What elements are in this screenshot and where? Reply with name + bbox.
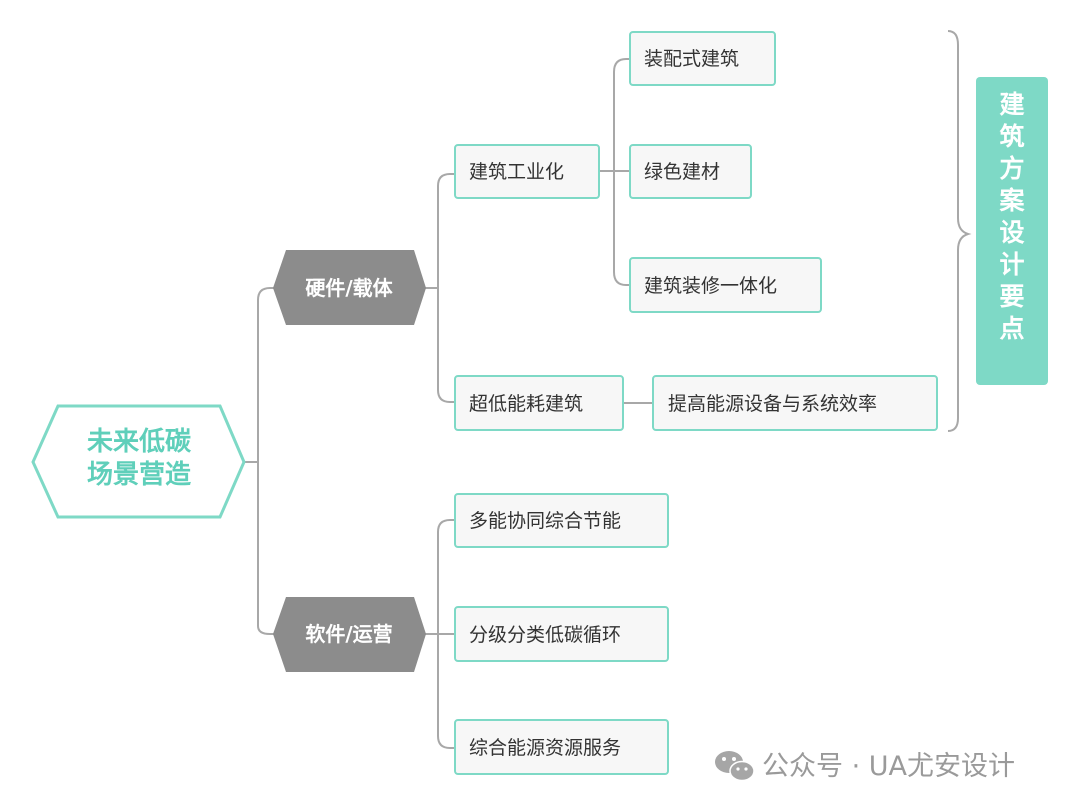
wechat-icon	[715, 751, 755, 782]
side-note-char-6: 计	[999, 250, 1024, 279]
side-note-char-7: 要	[999, 282, 1024, 311]
connector-root	[245, 287, 276, 635]
node-recycle-label: 分级分类低碳循环	[469, 624, 621, 646]
node-efficiency-label: 提高能源设备与系统效率	[668, 393, 877, 415]
side-note-char-3: 方	[999, 154, 1024, 183]
node-efficiency: 提高能源设备与系统效率	[652, 375, 938, 431]
node-decoration-label: 建筑装修一体化	[644, 275, 777, 297]
node-prefab-label: 装配式建筑	[644, 48, 739, 70]
connector-industrial	[599, 58, 630, 286]
node-multi-energy-label: 多能协同综合节能	[469, 510, 621, 532]
side-note: 建 筑 方 案 设 计 要 点	[976, 77, 1048, 385]
branch-software-label: 软件/运营	[305, 622, 392, 646]
branch-software: 软件/运营	[273, 597, 426, 672]
node-industrialization-label: 建筑工业化	[469, 161, 564, 183]
node-multi-energy: 多能协同综合节能	[454, 493, 669, 548]
node-recycle: 分级分类低碳循环	[454, 606, 669, 662]
node-prefab: 装配式建筑	[629, 31, 776, 86]
branch-hardware-label: 硬件/载体	[305, 276, 393, 300]
node-resource-service-label: 综合能源资源服务	[469, 737, 621, 759]
node-ultra-low-energy: 超低能耗建筑	[454, 375, 624, 431]
node-decoration: 建筑装修一体化	[629, 257, 822, 313]
side-note-char-1: 建	[999, 90, 1024, 119]
watermark: 公众号 · UA尤安设计	[715, 751, 1015, 782]
node-resource-service: 综合能源资源服务	[454, 719, 669, 775]
connector-hardware	[424, 173, 455, 403]
node-industrialization: 建筑工业化	[454, 144, 600, 199]
branch-hardware: 硬件/载体	[273, 250, 426, 325]
right-brace	[947, 30, 972, 432]
watermark-text: 公众号 · UA尤安设计	[762, 751, 1015, 782]
connector-software	[424, 519, 455, 749]
root-title-line-1: 未来低碳	[87, 427, 192, 457]
side-note-char-8: 点	[999, 314, 1024, 343]
side-note-char-4: 案	[998, 186, 1025, 215]
root-title-line-2: 场景营造	[87, 460, 191, 490]
side-note-char-5: 设	[999, 218, 1024, 247]
connectors	[245, 30, 972, 749]
node-green-material-label: 绿色建材	[644, 161, 720, 183]
node-green-material: 绿色建材	[629, 144, 752, 199]
node-ultra-low-energy-label: 超低能耗建筑	[469, 393, 583, 415]
root-node: 未来低碳 场景营造	[31, 404, 246, 519]
side-note-char-2: 筑	[999, 122, 1024, 151]
